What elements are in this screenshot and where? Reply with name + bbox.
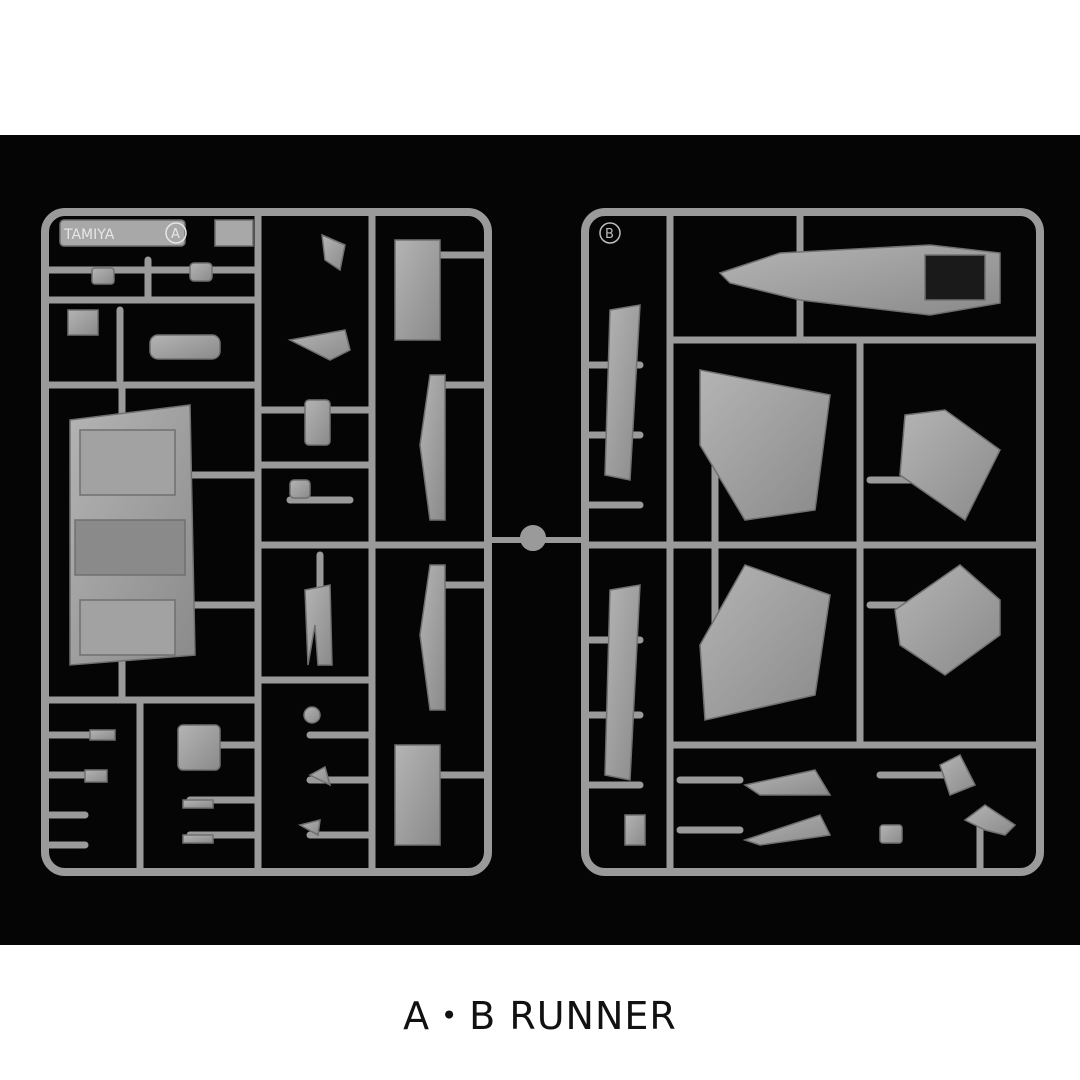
runner-b: [581, 208, 1044, 876]
runner-b-letter: B: [605, 227, 614, 242]
runner-b-parts: [604, 244, 1017, 846]
runner-b-letter-circle: [599, 222, 621, 244]
runner-a-letter-circle: [165, 222, 187, 244]
runner-a: [41, 208, 492, 876]
sprue-photo: TAMIYA A B: [0, 135, 1080, 945]
runner-a-brand-text: TAMIYA: [63, 227, 115, 243]
runner-a-letter: A: [171, 227, 180, 242]
runner-a-parts: [59, 219, 446, 846]
caption-bar: A・B RUNNER: [0, 945, 1080, 1080]
runner-caption: A・B RUNNER: [403, 994, 677, 1038]
center-connector: [488, 525, 585, 551]
sprue-illustration: TAMIYA A B: [0, 135, 1080, 945]
